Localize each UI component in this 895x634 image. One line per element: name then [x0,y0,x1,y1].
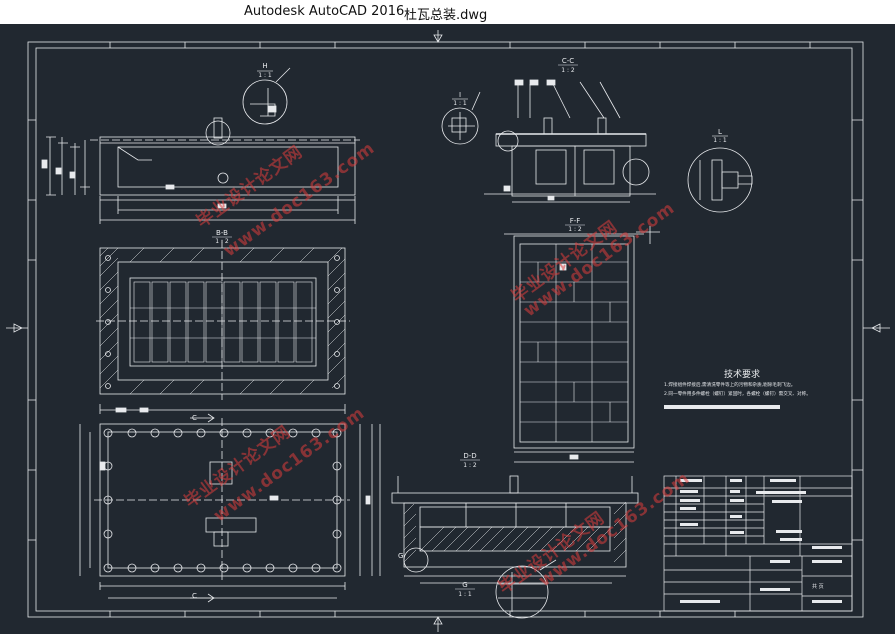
section-cc-view[interactable] [484,79,656,203]
center-mark-top [433,30,443,43]
side-elevation-view[interactable] [41,117,360,224]
section-dd-view[interactable] [391,475,639,584]
center-mark-bottom [433,616,443,632]
tech-req-redacted-line [664,405,780,409]
section-ff-scale: 1 : 2 [568,226,582,233]
section-cc-scale: 1 : 2 [561,67,575,74]
drawing-canvas[interactable]: H 1 : 1 I 1 : 1 C-C 1 : 2 [0,24,895,634]
detail-i-view[interactable] [441,91,481,145]
center-mark-left [6,323,28,333]
title-block-label: 共 页 [812,583,824,590]
tech-req-line-1: 1.焊接组件焊接后,需清洗零件等上的污物和杂质,剔除毛刺飞边。 [664,381,795,388]
center-mark-right [863,323,890,333]
tech-req-line-2: 2.同一零件用多件螺栓（螺钉）紧固时，各螺栓（螺钉）需交叉、对称。 [664,390,811,397]
detail-g-view[interactable] [495,559,557,619]
section-ff-label: F-F [570,217,581,225]
file-name: 杜瓦总装.dwg [404,8,488,23]
detail-h-view[interactable] [242,67,291,125]
detail-l-label: L [718,128,722,136]
detail-i-label: I [459,91,461,99]
title-block[interactable] [663,475,853,612]
detail-l-view[interactable] [687,147,753,213]
detail-i-scale: 1 : 1 [453,100,467,107]
section-cc-label: C-C [562,57,574,65]
section-bb-label: B-B [216,229,228,237]
section-bb-scale: 1 : 2 [215,238,229,245]
section-mark-c-top: C [192,414,197,422]
section-dd-label: D-D [463,452,476,460]
window-title-bar: Autodesk AutoCAD 2016 杜瓦总装.dwg [0,0,895,24]
section-dd-scale: 1 : 2 [463,462,477,469]
section-mark-g: G [398,552,403,560]
plan-view[interactable] [79,404,381,603]
drawing-border-outer [27,41,864,618]
tech-req-title: 技术要求 [724,368,760,380]
detail-h-scale: 1 : 1 [258,72,272,79]
detail-g-label: G [462,581,467,589]
section-ff-view[interactable] [504,226,660,463]
border-ticks [28,42,863,617]
detail-g-scale: 1 : 1 [458,591,472,598]
detail-h-label: H [262,62,267,70]
drawing-border-inner [35,47,853,612]
app-title: Autodesk AutoCAD 2016 [244,4,405,19]
detail-l-scale: 1 : 1 [713,137,727,144]
section-mark-c-bottom: C [192,592,197,600]
section-bb-view[interactable] [96,240,350,400]
